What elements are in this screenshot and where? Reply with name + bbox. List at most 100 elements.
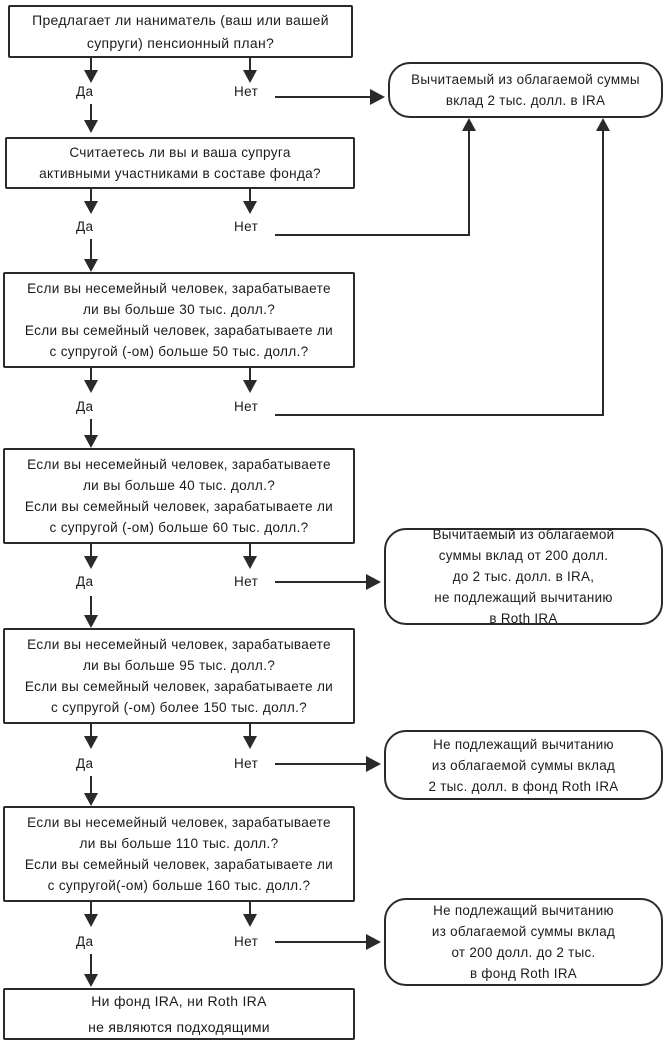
arrowhead-q2-yes-down: [84, 201, 98, 214]
node-r3-nondeductible-2k-roth[interactable]: Не подлежащий вычитанию из облагаемой су…: [384, 730, 663, 800]
arrowhead-q4-yes-down: [84, 556, 98, 569]
node-q1-line-1: Предлагает ли наниматель (ваш или вашей: [32, 11, 329, 28]
edge-label-no-5: Нет: [234, 756, 259, 771]
node-q3-line-2: ли вы больше 30 тыс. долл.?: [82, 302, 276, 317]
node-q4-line-4: с супругой (-ом) больше 60 тыс. долл.?: [49, 520, 309, 535]
node-q4-line-3: Если вы семейный человек, зарабатываете …: [24, 499, 334, 514]
arrowhead-q1-no-down: [243, 70, 257, 83]
arrowhead-q5-no-into-r3: [366, 756, 381, 772]
node-q2-line-1: Считаетесь ли вы и ваша супруга: [69, 145, 291, 160]
node-q6-line-3: Если вы семейный человек, зарабатываете …: [24, 857, 334, 872]
arrowhead-q1-yes-into-q2: [84, 120, 98, 133]
node-r4-nondeductible-range-roth[interactable]: Не подлежащий вычитанию из облагаемой су…: [384, 898, 663, 986]
node-q4-income-40-60[interactable]: Если вы несемейный человек, зарабатывает…: [3, 448, 355, 544]
arrowhead-q5-yes-into-q6: [84, 793, 98, 806]
connector-q4-yes-stub: [90, 544, 92, 558]
node-q5-line-1: Если вы несемейный человек, зарабатывает…: [27, 637, 331, 652]
node-end-line-2: не являются подходящими: [88, 1019, 270, 1035]
arrowhead-q4-yes-into-q5: [84, 615, 98, 628]
arrowhead-q6-no-down: [243, 914, 257, 927]
connector-q1-no-to-r1: [275, 96, 370, 98]
edge-label-yes-4: Да: [76, 574, 94, 589]
arrowhead-q1-no-into-r1: [370, 89, 385, 105]
connector-q3-no-up: [602, 131, 604, 416]
node-q6-line-1: Если вы несемейный человек, зарабатывает…: [27, 815, 331, 830]
node-r4-line-2: из облагаемой суммы вклад: [431, 924, 616, 939]
node-q3-income-30-50[interactable]: Если вы несемейный человек, зарабатывает…: [3, 272, 355, 368]
connector-q2-yes-to-q3: [90, 239, 92, 259]
arrowhead-q2-no-down: [243, 201, 257, 214]
node-r2-line-4: не подлежащий вычитанию: [434, 590, 613, 605]
node-q5-income-95-150[interactable]: Если вы несемейный человек, зарабатывает…: [3, 628, 355, 724]
node-q4-line-2: ли вы больше 40 тыс. долл.?: [82, 478, 276, 493]
node-q3-line-4: с супругой (-ом) больше 50 тыс. долл.?: [49, 344, 309, 359]
node-q6-line-4: с супругой(-ом) больше 160 тыс. долл.?: [47, 878, 311, 893]
connector-q4-yes-to-q5: [90, 596, 92, 615]
connector-q1-yes-to-q2: [90, 104, 92, 120]
node-q1-line-2: супруги) пенсионный план?: [86, 34, 275, 51]
arrowhead-q3-no-down: [243, 380, 257, 393]
node-q2-active-participant[interactable]: Считаетесь ли вы и ваша супруга активным…: [5, 137, 355, 189]
node-r1-deductible-2k-ira[interactable]: Вычитаемый из облагаемой суммы вклад 2 т…: [388, 62, 663, 118]
connector-q2-no-stub: [249, 189, 251, 203]
node-r2-partial-deductible[interactable]: Вычитаемый из облагаемой суммы вклад от …: [384, 527, 663, 626]
edge-label-no-4: Нет: [234, 574, 259, 589]
node-q5-line-3: Если вы семейный человек, зарабатываете …: [24, 679, 334, 694]
arrowhead-q2-yes-into-q3: [84, 259, 98, 272]
edge-label-yes-3: Да: [76, 399, 94, 414]
arrowhead-q3-yes-down: [84, 380, 98, 393]
edge-label-yes-1: Да: [76, 84, 94, 99]
connector-q3-no-stub: [249, 368, 251, 382]
connector-q1-yes-stub: [90, 58, 92, 72]
node-r3-line-2: из облагаемой суммы вклад: [431, 757, 616, 773]
arrowhead-q3-yes-into-q4: [84, 435, 98, 448]
arrowhead-q6-yes-down: [84, 914, 98, 927]
node-end-line-1: Ни фонд IRA, ни Roth IRA: [91, 993, 267, 1009]
arrowhead-q1-yes-down: [84, 70, 98, 83]
node-r3-line-1: Не подлежащий вычитанию: [433, 736, 614, 752]
connector-q6-no-to-r4: [275, 941, 367, 943]
connector-q1-no-stub: [249, 58, 251, 72]
node-q6-income-110-160[interactable]: Если вы несемейный человек, зарабатывает…: [3, 806, 355, 902]
node-q2-line-2: активными участниками в составе фонда?: [39, 166, 321, 181]
node-r2-line-2: суммы вклад от 200 долл.: [438, 548, 609, 563]
arrowhead-q3-no-into-r1: [596, 118, 610, 131]
node-q3-line-1: Если вы несемейный человек, зарабатывает…: [27, 281, 331, 296]
node-q5-line-4: с супругой (-ом) более 150 тыс. долл.?: [50, 700, 308, 715]
arrowhead-q6-yes-into-end: [84, 974, 98, 987]
node-q6-line-2: ли вы больше 110 тыс. долл.?: [79, 836, 279, 851]
arrowhead-q5-yes-down: [84, 736, 98, 749]
connector-q5-no-to-r3: [275, 763, 367, 765]
connector-q2-no-right: [275, 234, 470, 236]
connector-q4-no-to-r2: [275, 581, 367, 583]
arrowhead-q6-no-into-r4: [366, 934, 381, 950]
connector-q4-no-stub: [249, 544, 251, 558]
node-r4-line-4: в фонд Roth IRA: [469, 966, 578, 981]
connector-q3-no-right: [275, 414, 604, 416]
node-end-neither-qualifies[interactable]: Ни фонд IRA, ни Roth IRA не являются под…: [3, 988, 355, 1040]
edge-label-yes-6: Да: [76, 934, 94, 949]
node-r1-line-2: вклад 2 тыс. долл. в IRA: [445, 93, 606, 108]
edge-label-no-1: Нет: [234, 84, 259, 99]
connector-q6-no-stub: [249, 902, 251, 916]
node-r2-line-3: до 2 тыс. долл. в IRA,: [452, 569, 595, 584]
node-q4-line-1: Если вы несемейный человек, зарабатывает…: [27, 457, 331, 472]
edge-label-no-3: Нет: [234, 399, 259, 414]
edge-label-no-2: Нет: [234, 219, 259, 234]
node-q5-line-2: ли вы больше 95 тыс. долл.?: [82, 658, 276, 673]
node-q1-employer-plan[interactable]: Предлагает ли наниматель (ваш или вашей …: [8, 5, 353, 58]
node-q3-line-3: Если вы семейный человек, зарабатываете …: [24, 323, 334, 338]
node-r1-line-1: Вычитаемый из облагаемой суммы: [411, 72, 640, 87]
connector-q5-no-stub: [249, 724, 251, 738]
connector-q5-yes-stub: [90, 724, 92, 738]
edge-label-yes-2: Да: [76, 219, 94, 234]
arrowhead-q4-no-down: [243, 556, 257, 569]
connector-q2-yes-stub: [90, 189, 92, 203]
connector-q6-yes-to-end: [90, 954, 92, 974]
arrowhead-q5-no-down: [243, 736, 257, 749]
connector-q5-yes-to-q6: [90, 776, 92, 793]
node-r2-line-1: Вычитаемый из облагаемой: [432, 527, 615, 542]
edge-label-yes-5: Да: [76, 756, 94, 771]
arrowhead-q4-no-into-r2: [366, 574, 381, 590]
connector-q3-yes-stub: [90, 368, 92, 382]
